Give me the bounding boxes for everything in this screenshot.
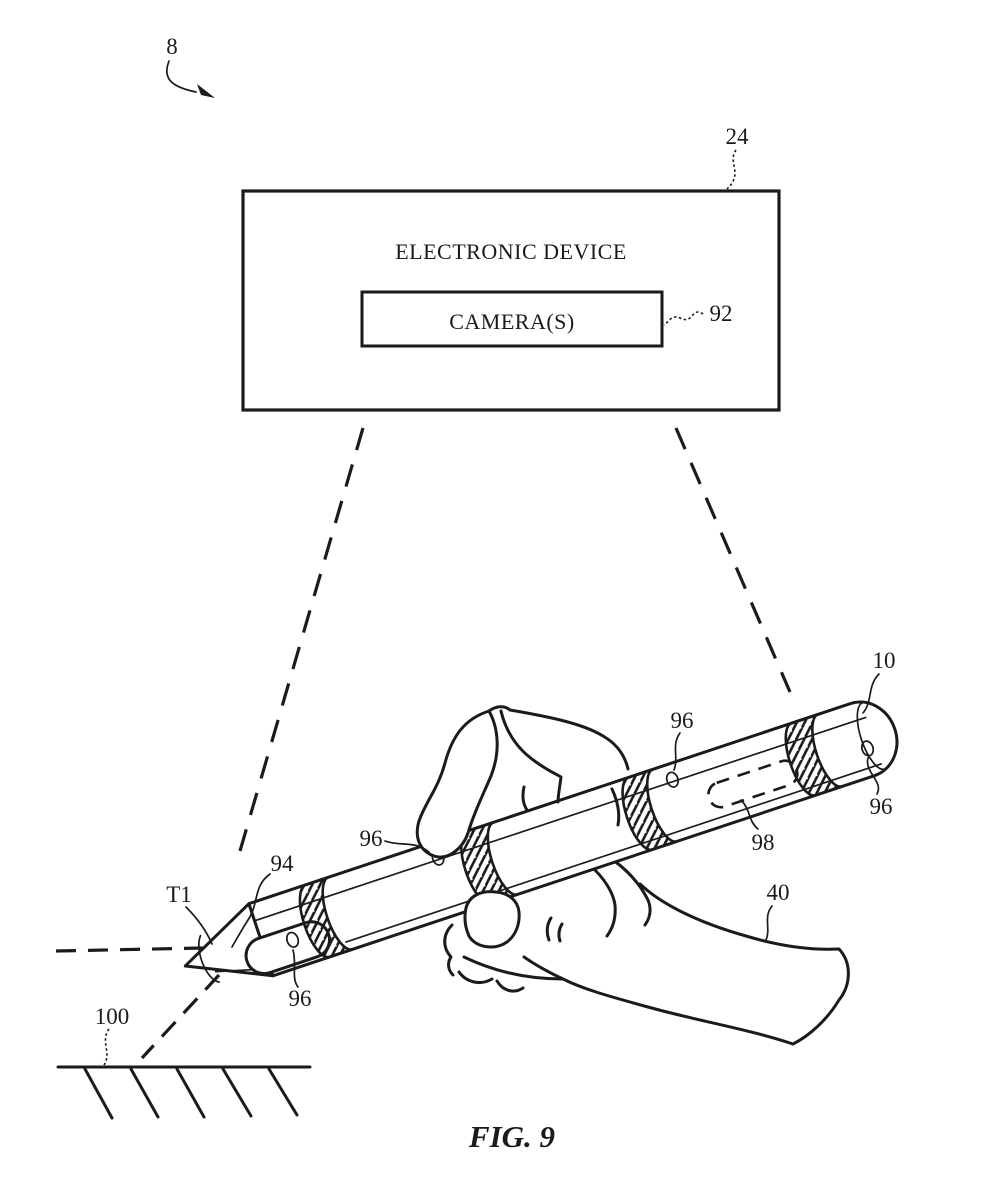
surface-hatch-5 <box>267 1067 299 1117</box>
fov-left-dashed-line <box>238 427 365 852</box>
stylus-ref-label: 10 <box>873 648 896 673</box>
hand-finger-curl-3 <box>495 979 525 993</box>
camera-ref-label: 92 <box>710 301 733 326</box>
system-ref-label: 8 <box>166 34 178 59</box>
marker-ref-leader-2 <box>384 840 430 853</box>
system-ref-arrow-shaft <box>166 60 197 93</box>
surface-ref-label: 100 <box>95 1004 130 1029</box>
camera-ref-leader <box>663 311 704 326</box>
surface-hatch-1 <box>83 1067 114 1120</box>
stylus-group <box>183 700 899 983</box>
stylus-marker-dot-1 <box>285 931 300 948</box>
hand-thumb <box>463 890 521 949</box>
stylus-sensor-dashed-outline <box>707 759 799 809</box>
tip-section-ref-leader <box>231 873 271 948</box>
hand-finger-curl-2 <box>457 970 494 984</box>
hand-palm-bottom-line <box>462 955 565 981</box>
hand-palm-crease <box>592 867 617 938</box>
marker-ref-label-2: 96 <box>360 826 383 851</box>
electronic-device-group: ELECTRONIC DEVICE CAMERA(S) 24 92 <box>241 124 781 412</box>
figure-caption: FIG. 9 <box>468 1119 555 1154</box>
hand-crease-mark-1 <box>545 916 553 942</box>
sensor-ref-leader <box>740 799 759 830</box>
marker-ref-label-4: 96 <box>870 794 893 819</box>
marker-ref-leader-1 <box>292 949 299 988</box>
system-ref-arrowhead <box>197 84 215 98</box>
marker-ref-label-3: 96 <box>671 708 694 733</box>
surface-hatch-3 <box>175 1067 206 1119</box>
stylus-marker-dot-3 <box>665 771 680 788</box>
device-ref-leader <box>726 149 737 190</box>
stylus-barrel-top-line <box>253 716 867 922</box>
stylus-barrel-bottom-line <box>345 763 882 943</box>
stylus-band-3 <box>621 767 678 852</box>
tip-contact-leader <box>185 906 213 945</box>
hand-index-finger <box>415 709 499 859</box>
marker-ref-leader-3 <box>673 732 681 771</box>
camera-box <box>360 290 664 348</box>
hand-ref-label: 40 <box>767 880 790 905</box>
projection-dashed-horizontal <box>55 946 204 953</box>
hand-finger-fold-1 <box>499 709 563 804</box>
hand-crease-mark-2 <box>557 922 564 943</box>
arm-outline-top <box>638 882 850 1046</box>
stylus-band-1 <box>298 875 354 959</box>
hand-finger-fold-3 <box>610 787 621 827</box>
system-ref-group: 8 <box>166 34 215 98</box>
tip-contact-label: T1 <box>166 882 192 907</box>
stylus-endcap-seam <box>856 701 886 771</box>
hand-finger-fold-2 <box>521 785 529 812</box>
stylus-ref-leader <box>862 673 880 714</box>
hand-front-group <box>415 705 850 1046</box>
stylus-tip-arc <box>198 934 220 983</box>
surface-hatch-4 <box>221 1067 253 1118</box>
hand-back-outline <box>487 705 630 771</box>
camera-box-label: CAMERA(S) <box>449 309 575 334</box>
surface-hatch-2 <box>129 1067 160 1119</box>
marker-ref-leader-4 <box>866 757 880 795</box>
electronic-device-title: ELECTRONIC DEVICE <box>395 239 627 264</box>
device-ref-label: 24 <box>726 124 750 149</box>
stylus-marker-dot-4 <box>860 740 875 757</box>
fov-right-dashed-line <box>674 427 792 693</box>
tip-section-ref-label: 94 <box>271 851 295 876</box>
surface-ref-leader <box>103 1028 110 1066</box>
stylus-band-4 <box>784 713 843 797</box>
marker-ref-label-1: 96 <box>289 986 312 1011</box>
projection-dashed-diagonal <box>140 973 221 1060</box>
hand-finger-curl-1 <box>443 923 455 977</box>
sensor-ref-label: 98 <box>752 830 775 855</box>
surface-group: 100 <box>56 1004 312 1120</box>
hand-ref-leader <box>765 905 773 941</box>
arm-outline-bottom <box>522 955 795 1046</box>
reference-labels-group: T1 94 96 96 96 96 10 98 40 <box>166 648 895 1011</box>
